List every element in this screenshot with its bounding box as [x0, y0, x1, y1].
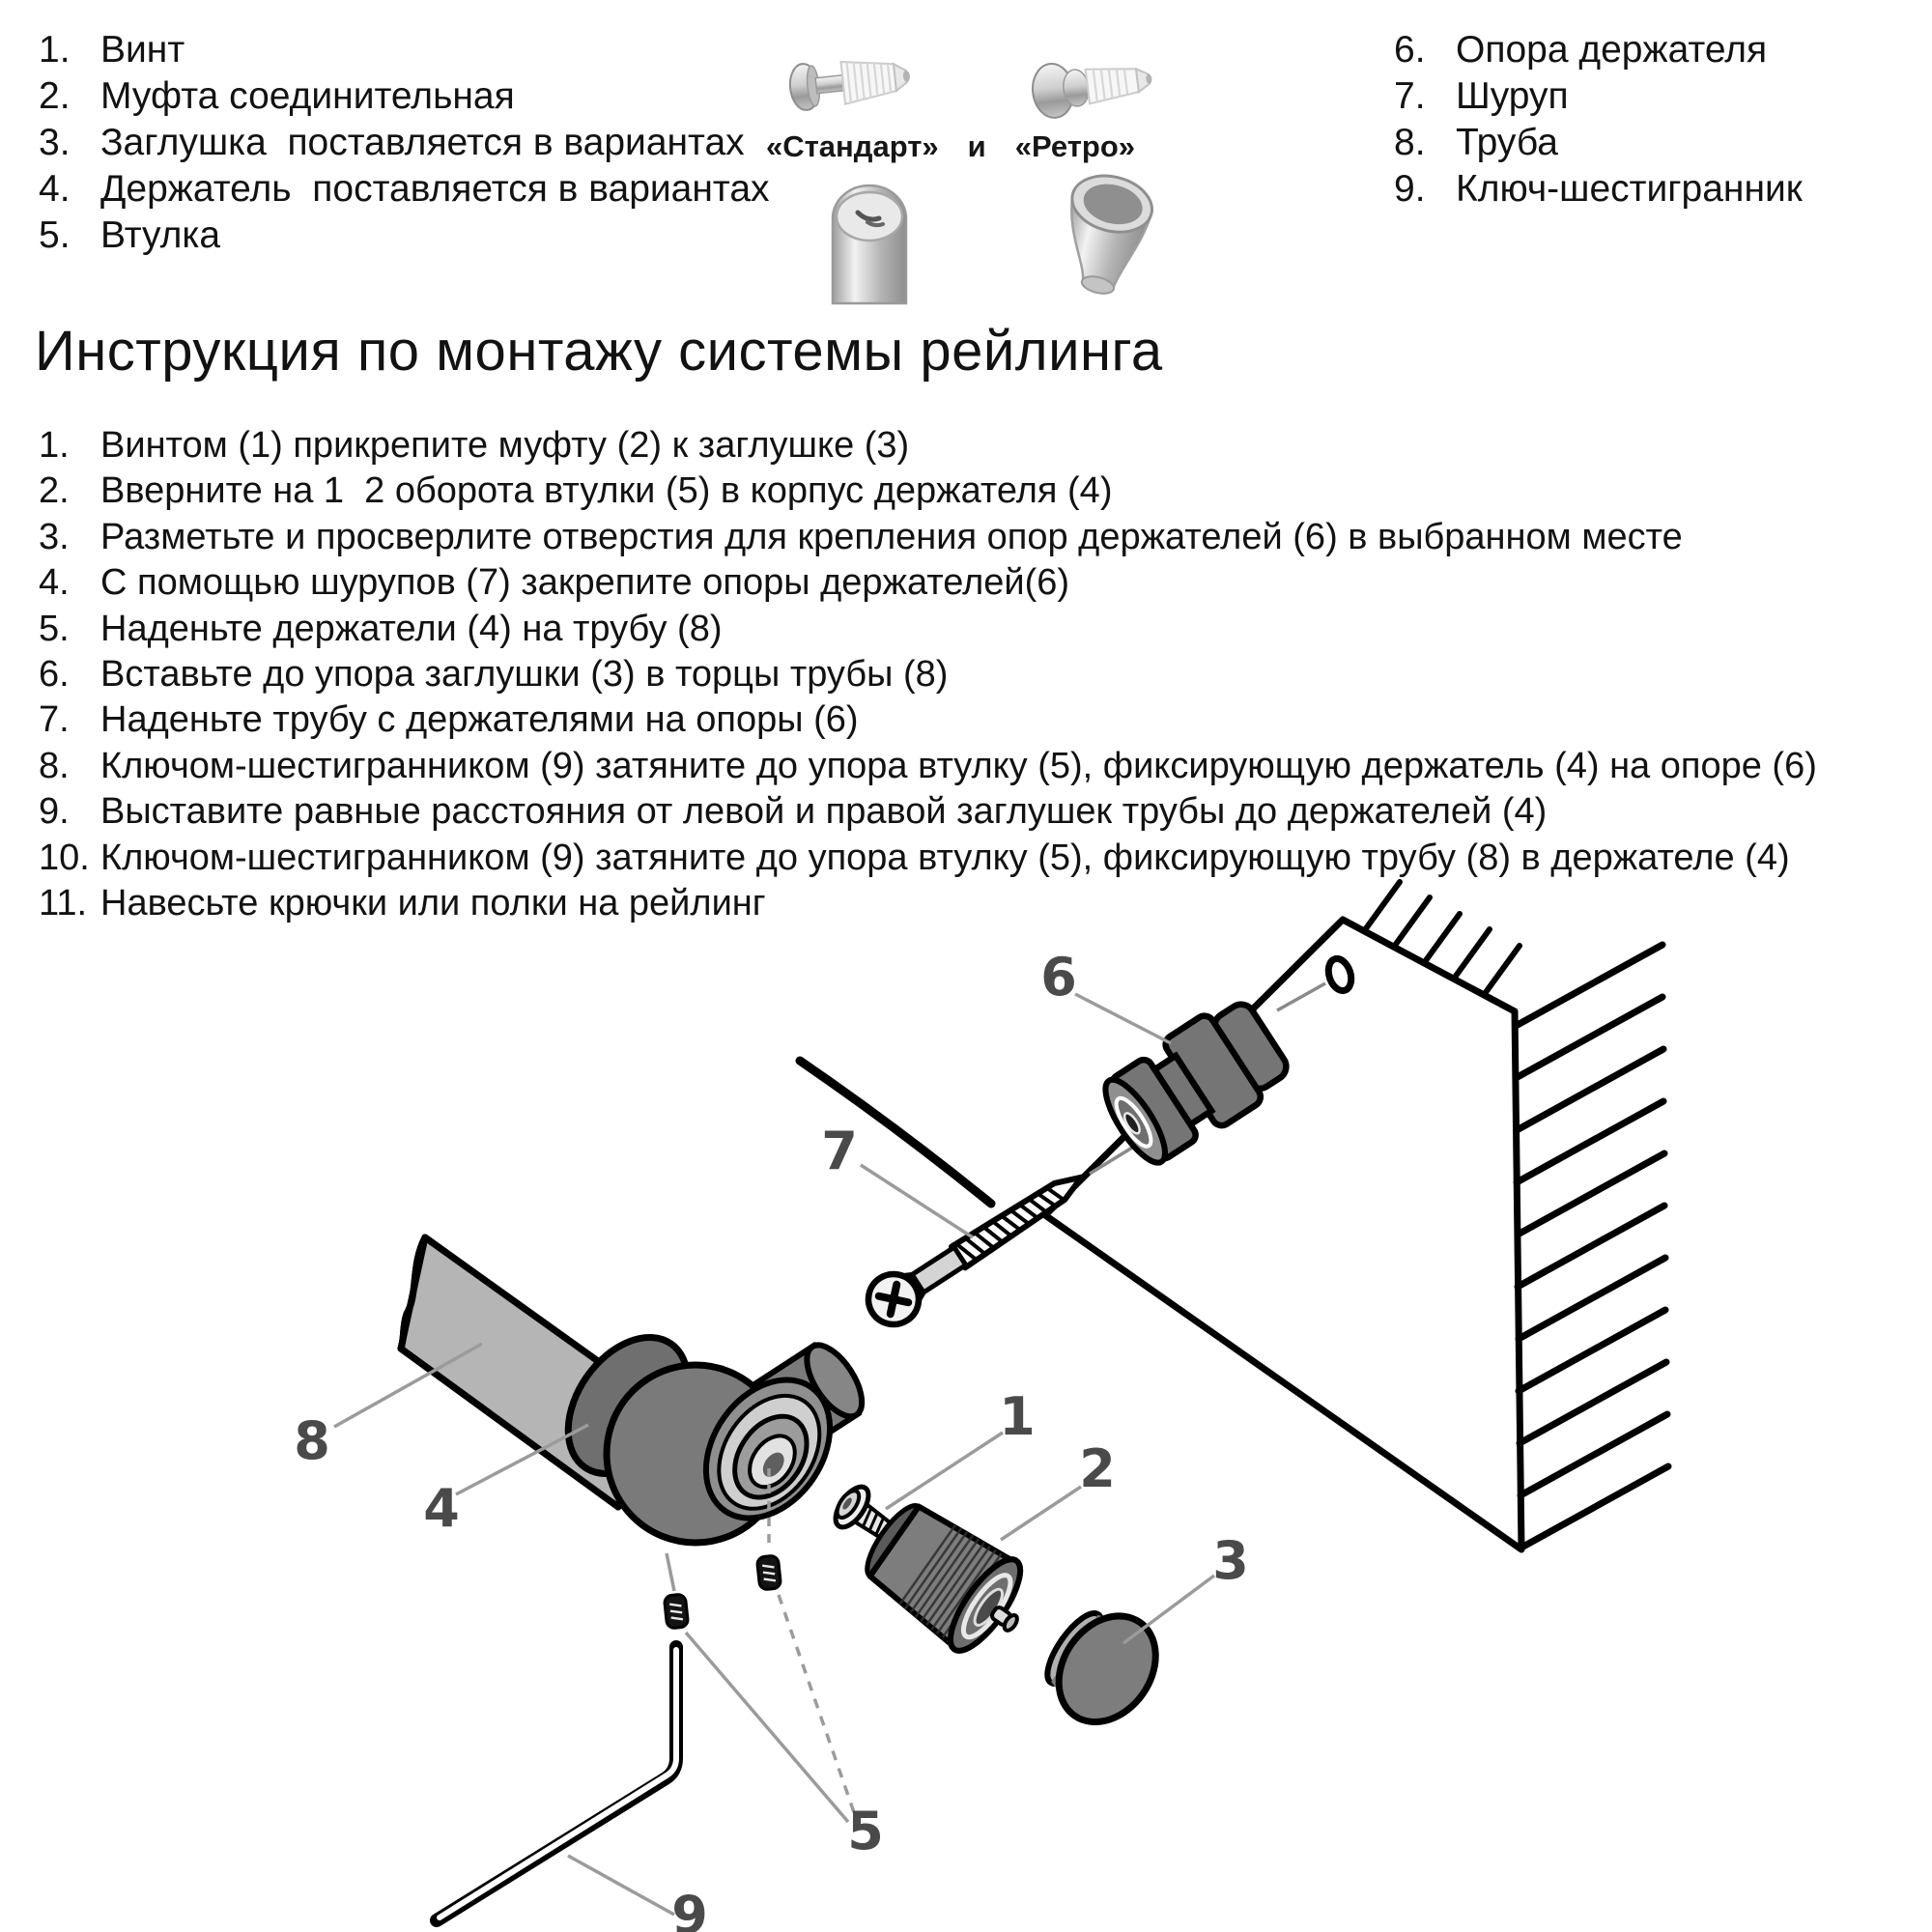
callout-1: 1	[999, 1386, 1036, 1447]
item-label: Труба	[1456, 122, 1558, 163]
step-text: Вставьте до упора заглушки (3) в торцы т…	[100, 654, 949, 696]
photo-holder-retro	[1070, 174, 1154, 295]
list-item: 3. Заглушка поставляется в вариантах	[39, 120, 770, 166]
photo-holder-standard	[831, 184, 908, 305]
part-set-screw-1	[663, 1593, 690, 1630]
step-text: Навесьте крючки или полки на рейлинг	[100, 883, 766, 924]
step: 2. Вверните на 1 2 оборота втулки (5) в к…	[39, 469, 1817, 514]
step: 6. Вставьте до упора заглушки (3) в торцы…	[39, 652, 1817, 697]
step: 9. Выставите равные расстояния от левой и…	[39, 789, 1817, 835]
item-label: Ключ-шестигранник	[1456, 168, 1803, 210]
wall-top-hatching	[1361, 879, 1522, 998]
list-item: 9. Ключ-шестигранник	[1394, 166, 1803, 213]
item-number: 9.	[1394, 168, 1426, 210]
part-coupling	[865, 1503, 1024, 1654]
callout-2: 2	[1079, 1438, 1116, 1499]
variant-standard: «Стандарт»	[766, 129, 939, 163]
item-label: Держатель поставляется в вариантах	[100, 168, 770, 210]
part-support	[1102, 1001, 1290, 1166]
step-text: Разметьте и просверлите отверстия для кр…	[100, 516, 1683, 557]
callout-4: 4	[423, 1478, 460, 1539]
photo-plug-retro	[1031, 63, 1152, 119]
step-text: Ключом-шестигранником (9) затяните до уп…	[100, 745, 1817, 786]
step-number: 6.	[39, 654, 70, 696]
callout-5: 5	[847, 1801, 884, 1861]
item-number: 3.	[39, 122, 71, 163]
step-number: 1.	[39, 425, 70, 466]
part-tube-cut-edge	[397, 1234, 429, 1352]
variant-conjunction: и	[967, 129, 986, 163]
step-text: Вверните на 1 2 оборота втулки (5) в кор…	[100, 470, 1113, 512]
assembly-steps: 1. Винтом (1) прикрепите муфту (2) к загл…	[39, 423, 1817, 926]
step-number: 11.	[39, 883, 88, 924]
item-number: 6.	[1394, 29, 1426, 71]
list-item: 6. Опора держателя	[1394, 27, 1803, 73]
list-item: 8. Труба	[1394, 120, 1803, 166]
step-number: 10.	[39, 837, 90, 878]
item-number: 1.	[39, 29, 71, 71]
callout-leader-lines	[333, 992, 1216, 1917]
part-screw	[865, 1174, 1085, 1328]
callout-6: 6	[1040, 947, 1077, 1008]
step-number: 5.	[39, 608, 70, 649]
item-number: 8.	[1394, 122, 1426, 163]
wall-plane-line	[795, 1056, 996, 1208]
callout-7: 7	[821, 1121, 858, 1181]
variant-names: «Стандарт» и «Ретро»	[766, 129, 1135, 164]
item-label: Заглушка поставляется в вариантах	[100, 122, 745, 163]
step-number: 9.	[39, 791, 70, 833]
photo-plug-standard	[788, 60, 910, 111]
parts-list-right: 6. Опора держателя 7. Шуруп 8. Труба 9. …	[1394, 27, 1803, 213]
step-text: Наденьте трубу с держателями на опоры (6…	[100, 699, 859, 741]
item-label: Винт	[100, 29, 185, 71]
item-number: 2.	[39, 75, 71, 117]
step-number: 2.	[39, 470, 70, 512]
list-item: 5. Втулка	[39, 213, 770, 259]
step-text: Наденьте держатели (4) на трубу (8)	[100, 608, 723, 649]
callout-3: 3	[1212, 1530, 1249, 1591]
item-number: 7.	[1394, 75, 1426, 117]
item-label: Опора держателя	[1456, 29, 1768, 71]
assembly-axis-lines	[1089, 981, 1326, 1176]
step-number: 7.	[39, 699, 70, 741]
callout-9: 9	[671, 1885, 708, 1932]
item-number: 4.	[39, 168, 71, 210]
part-set-screw-2	[755, 1554, 782, 1591]
wall-side-hatching	[1512, 941, 1672, 1551]
item-label: Муфта соединительная	[100, 75, 515, 117]
step: 1. Винтом (1) прикрепите муфту (2) к загл…	[39, 423, 1817, 469]
step: 3. Разметьте и просверлите отверстия для …	[39, 515, 1817, 560]
item-label: Шуруп	[1456, 75, 1569, 117]
part-end-cap	[1044, 1610, 1159, 1726]
page-title: Инструкция по монтажу системы рейлинга	[35, 320, 1163, 383]
step: 8. Ключом-шестигранником (9) затяните до …	[39, 744, 1817, 789]
callout-8: 8	[294, 1410, 330, 1471]
part-holder	[564, 1333, 866, 1547]
wall	[795, 879, 1672, 1553]
step-text: С помощью шурупов (7) закрепите опоры де…	[100, 562, 1070, 604]
step: 4. С помощью шурупов (7) закрепите опоры …	[39, 560, 1817, 606]
step-text: Ключом-шестигранником (9) затяните до уп…	[100, 837, 1790, 878]
step: 5. Наденьте держатели (4) на трубу (8)	[39, 607, 1817, 652]
step-number: 4.	[39, 562, 70, 604]
parts-list-left: 1. Винт 2. Муфта соединительная 3. Заглу…	[39, 27, 770, 259]
step: 10.Ключом-шестигранником (9) затяните до…	[39, 836, 1817, 881]
step-number: 8.	[39, 745, 70, 786]
wall-hole	[1324, 954, 1355, 995]
step-text: Выставите равные расстояния от левой и п…	[100, 791, 1548, 833]
step: 7. Наденьте трубу с держателями на опоры …	[39, 697, 1817, 743]
variant-retro: «Ретро»	[1014, 129, 1135, 163]
step: 11. Навесьте крючки или полки на рейлинг	[39, 881, 1817, 926]
list-item: 1. Винт	[39, 27, 770, 73]
list-item: 4. Держатель поставляется в вариантах	[39, 166, 770, 213]
item-label: Втулка	[100, 214, 221, 256]
item-number: 5.	[39, 214, 71, 256]
step-text: Винтом (1) прикрепите муфту (2) к заглуш…	[100, 425, 910, 466]
step-number: 3.	[39, 516, 70, 557]
part-hex-key	[430, 1640, 683, 1927]
list-item: 2. Муфта соединительная	[39, 73, 770, 120]
list-item: 7. Шуруп	[1394, 73, 1803, 120]
